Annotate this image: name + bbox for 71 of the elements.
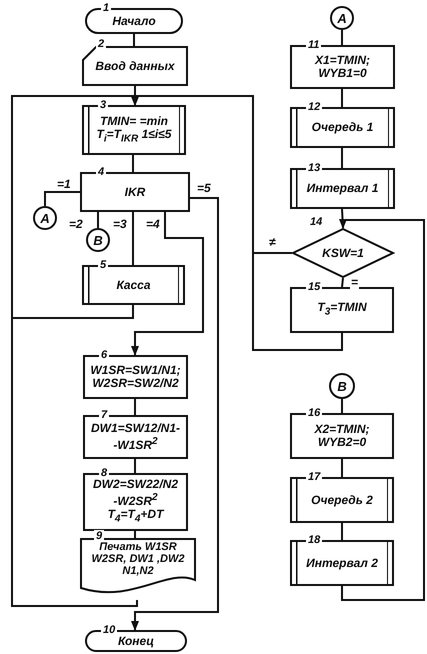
node-text: X1=TMIN; WYB1=0 bbox=[314, 54, 371, 80]
connector-letter: B bbox=[336, 380, 348, 392]
flow-line bbox=[341, 148, 343, 168]
flow-line bbox=[341, 30, 343, 45]
node-text: Начало bbox=[111, 14, 157, 28]
step-number: 10 bbox=[101, 624, 118, 636]
step-number: 9 bbox=[94, 530, 104, 542]
step-number: 12 bbox=[306, 101, 322, 113]
flow-line bbox=[134, 399, 136, 415]
step-number: 18 bbox=[306, 534, 322, 546]
flow-line bbox=[134, 459, 136, 473]
node-text: T$_{3}$=TMIN bbox=[316, 301, 368, 319]
node-text: Ввод данных bbox=[94, 60, 176, 72]
connector-circle bbox=[330, 6, 354, 30]
edge-label: =2 bbox=[68, 218, 84, 231]
flow-line bbox=[134, 531, 136, 538]
edge-label: =3 bbox=[112, 218, 128, 231]
step-number: 6 bbox=[99, 349, 110, 361]
node-text: Печать W1SR W2SR, DW1 ,DW2 N1,N2 bbox=[90, 541, 186, 577]
node-text: X2=TMIN; WYB2=0 bbox=[313, 423, 370, 449]
flow-line bbox=[341, 459, 343, 477]
node-text: DW1=SW12/N1- -W1SR$^{2}$ bbox=[90, 422, 182, 452]
step-number: 1 bbox=[101, 2, 112, 14]
node-text: KSW=1 bbox=[321, 246, 365, 260]
node-text: Интервал 2 bbox=[305, 556, 379, 570]
node-text: Интервал 1 bbox=[306, 182, 380, 195]
flow-line bbox=[341, 523, 343, 540]
flow-line bbox=[341, 278, 344, 288]
step-number: 2 bbox=[96, 38, 106, 50]
flow-arrow bbox=[131, 212, 204, 356]
node-text: Касса bbox=[115, 278, 152, 292]
flow-arrow bbox=[131, 197, 219, 631]
flow-line bbox=[132, 212, 134, 265]
step-number: 13 bbox=[306, 162, 322, 174]
edge-label: =4 bbox=[145, 218, 161, 231]
step-number: 4 bbox=[96, 166, 106, 178]
node-text: T$_{4}$=T$_{4}$+DT bbox=[106, 508, 166, 526]
node-text: DW2=SW22/N2 -W2SR$^{2}$ bbox=[92, 478, 180, 508]
step-number: 5 bbox=[98, 259, 108, 271]
edge-label: =1 bbox=[56, 178, 72, 191]
flow-line bbox=[341, 399, 343, 413]
flow-arrow bbox=[339, 219, 425, 601]
connector-circle bbox=[86, 228, 110, 252]
connector-letter: A bbox=[39, 212, 51, 224]
step-number: 17 bbox=[306, 471, 322, 483]
flow-line bbox=[132, 155, 134, 172]
node-text: Очередь 1 bbox=[310, 121, 374, 134]
node-text: TMIN= =min T$_{i}$=T$_{IKR}$ 1≤i≤5 bbox=[96, 114, 172, 146]
step-number: 8 bbox=[99, 467, 110, 479]
edge-label: =5 bbox=[196, 182, 212, 195]
flow-line bbox=[133, 34, 135, 46]
step-number: 14 bbox=[309, 216, 324, 228]
connector-letter: A bbox=[336, 12, 348, 24]
flow-line bbox=[97, 212, 99, 228]
flow-arrow bbox=[131, 95, 343, 351]
flow-arrow bbox=[11, 95, 139, 607]
step-number: 15 bbox=[306, 281, 322, 293]
node-text: Конец bbox=[117, 634, 155, 648]
node-text: IKR bbox=[124, 186, 146, 198]
step-number: 16 bbox=[306, 407, 322, 419]
step-number: 3 bbox=[98, 99, 108, 111]
node-text: W1SR=SW1/N1; W2SR=SW2/N2 bbox=[89, 364, 182, 390]
connector-letter: B bbox=[92, 234, 104, 246]
step-number: 11 bbox=[306, 39, 322, 51]
connector-circle bbox=[329, 373, 355, 399]
flow-line bbox=[341, 89, 343, 107]
connector-circle bbox=[33, 206, 57, 230]
edge-label: ≠ bbox=[268, 236, 277, 249]
step-number: 7 bbox=[99, 409, 110, 421]
flow-line bbox=[44, 191, 80, 206]
node-text: Очередь 2 bbox=[310, 494, 374, 506]
